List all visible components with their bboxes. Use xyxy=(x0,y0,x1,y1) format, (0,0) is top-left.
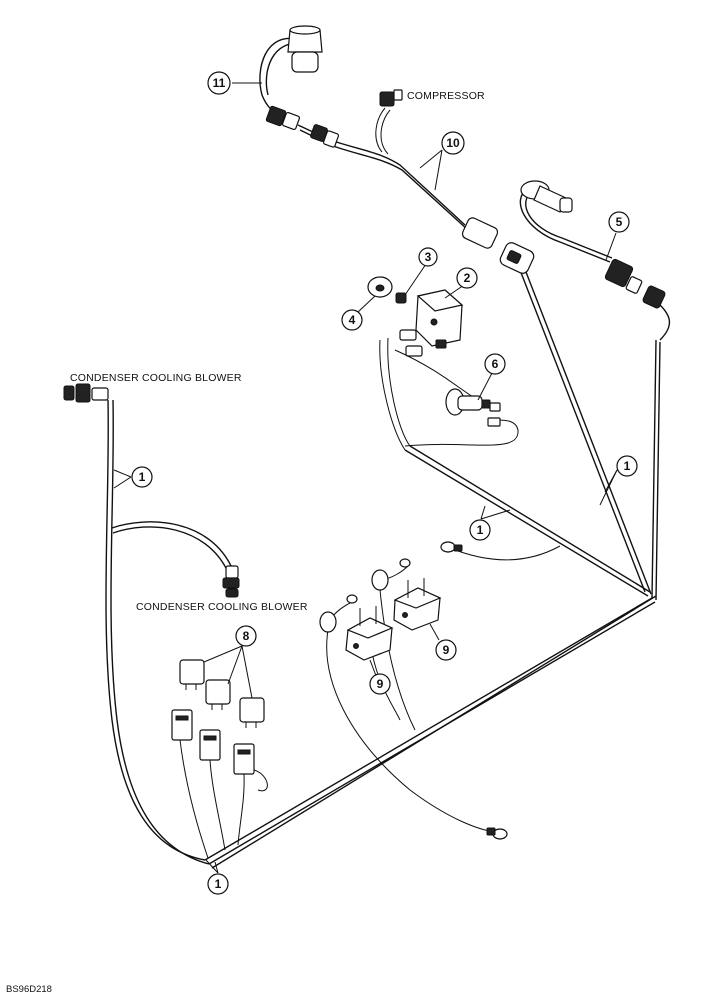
svg-text:5: 5 xyxy=(616,215,623,229)
label-condenser-cooling-blower-top: CONDENSER COOLING BLOWER xyxy=(70,372,242,384)
svg-text:6: 6 xyxy=(492,357,499,371)
bulb-connectors xyxy=(319,558,411,633)
item-6-sensor xyxy=(394,349,519,447)
callout-6: 6 xyxy=(484,353,506,375)
left-harness-branch xyxy=(105,399,233,865)
svg-text:2: 2 xyxy=(464,271,471,285)
item-5-branch xyxy=(519,187,671,341)
svg-text:10: 10 xyxy=(446,136,460,150)
callout-1-mid: 1 xyxy=(469,519,491,541)
callout-10: 10 xyxy=(441,131,465,155)
ground-terminal-center xyxy=(440,541,561,561)
item-5-connector xyxy=(604,258,666,309)
svg-text:1: 1 xyxy=(477,523,484,537)
svg-text:1: 1 xyxy=(624,459,631,473)
large-inline-connector xyxy=(461,217,535,274)
compressor-connector xyxy=(379,89,403,107)
item-11-connector xyxy=(265,105,301,131)
callout-1-bottom: 1 xyxy=(207,873,229,895)
callout-3: 3 xyxy=(418,247,438,267)
relay-sockets xyxy=(171,709,268,859)
callout-4: 4 xyxy=(341,309,363,331)
item-9-sensor-left xyxy=(345,606,394,661)
item-11-sensor xyxy=(287,25,323,73)
callout-5: 5 xyxy=(608,211,630,233)
callout-1-right: 1 xyxy=(616,455,638,477)
condenser-blower-connector-top xyxy=(63,383,109,403)
label-compressor: COMPRESSOR xyxy=(407,90,485,102)
svg-text:3: 3 xyxy=(425,250,432,264)
svg-text:9: 9 xyxy=(443,643,450,657)
condenser-blower-connector-mid xyxy=(222,565,240,598)
callout-9-right: 9 xyxy=(435,639,457,661)
svg-text:1: 1 xyxy=(215,877,222,891)
item-8-relays xyxy=(179,659,265,728)
item-3-nut xyxy=(395,292,407,304)
label-condenser-cooling-blower-mid: CONDENSER COOLING BLOWER xyxy=(136,601,308,613)
svg-text:9: 9 xyxy=(377,677,384,691)
item-9-sensor-right xyxy=(393,578,442,631)
callout-9-left: 9 xyxy=(369,673,391,695)
item-2-switch xyxy=(399,289,464,357)
item-5-sensor xyxy=(520,180,573,213)
svg-text:4: 4 xyxy=(349,313,356,327)
main-harness-trunk xyxy=(204,269,661,869)
callout-leaders xyxy=(113,82,618,874)
item-4-washer xyxy=(367,276,393,298)
callout-11: 11 xyxy=(207,71,231,95)
svg-text:8: 8 xyxy=(243,629,250,643)
svg-text:1: 1 xyxy=(139,470,146,484)
ground-terminal-bottom xyxy=(486,827,508,840)
callout-1-left: 1 xyxy=(131,466,153,488)
harness-inline-connector xyxy=(310,124,340,148)
svg-text:11: 11 xyxy=(213,76,226,90)
top-harness-branch xyxy=(259,37,469,231)
callout-8: 8 xyxy=(235,625,257,647)
figure-code: BS96D218 xyxy=(6,984,52,995)
callout-2: 2 xyxy=(456,267,478,289)
